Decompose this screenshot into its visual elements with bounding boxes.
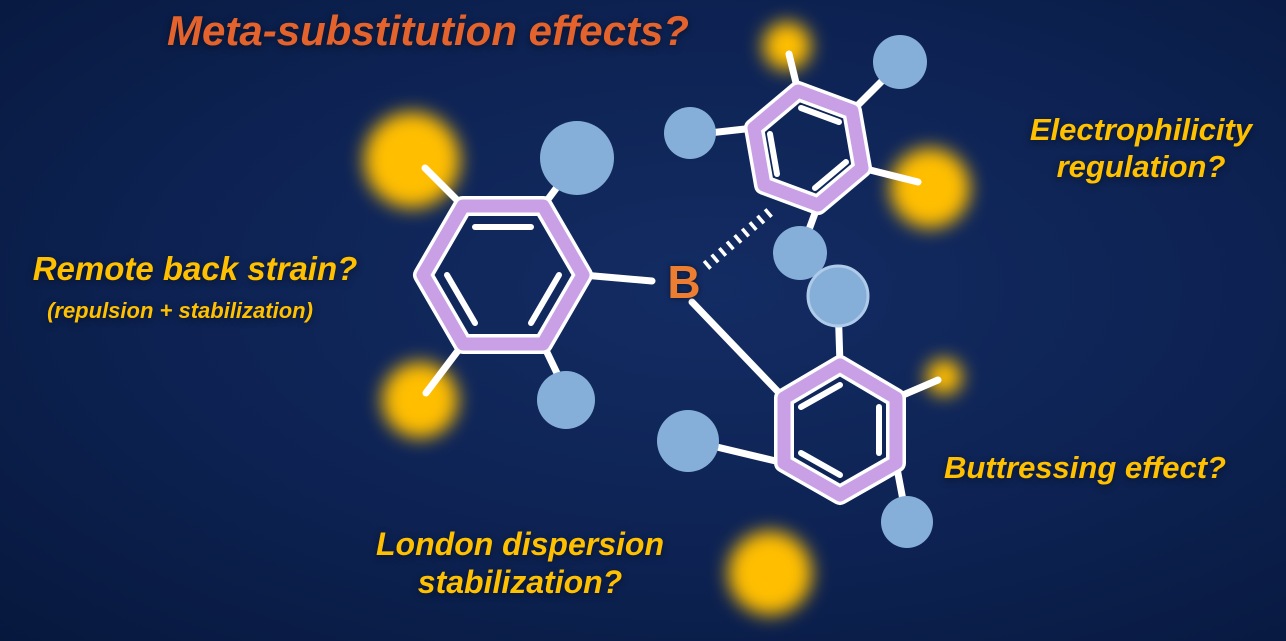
ring	[416, 199, 590, 351]
substituent-circle	[773, 226, 827, 280]
aromatic-bond	[444, 272, 478, 326]
substituent-circle	[657, 410, 719, 472]
label-london-dispersion: London dispersion stabilization?	[320, 526, 720, 602]
label-electrophilicity-line2: regulation?	[1056, 148, 1226, 184]
dispersion-blobs	[364, 22, 970, 615]
aromatic-bond	[798, 105, 842, 125]
substituent-circle	[664, 107, 716, 159]
label-electrophilicity-line1: Electrophilicity	[1029, 112, 1253, 147]
bond	[422, 340, 467, 397]
dispersion-blob	[890, 148, 970, 228]
aromatic-bond	[812, 159, 849, 191]
ring	[777, 358, 903, 502]
aromatic-bond	[798, 450, 843, 478]
substituent-circle	[537, 371, 595, 429]
aromatic-bond	[528, 272, 562, 326]
aromatic-bond	[798, 382, 843, 410]
substituent-circle	[881, 496, 933, 548]
top-aryl-ring	[744, 81, 872, 215]
label-electrophilicity: Electrophilicity regulation?	[1000, 112, 1282, 185]
bottom-aryl-ring	[774, 355, 906, 505]
dispersion-blob	[926, 359, 962, 395]
label-remote-back-strain: Remote back strain?	[32, 250, 358, 287]
dispersion-blob	[364, 112, 460, 208]
bond-boron-to-bottom-ring	[688, 298, 788, 402]
substituent-circle	[540, 121, 614, 195]
dispersion-blob	[382, 362, 458, 438]
label-london-line1: London dispersion	[376, 526, 664, 562]
label-london-line2: stabilization?	[417, 563, 623, 600]
label-buttressing: Buttressing effect?	[944, 450, 1226, 485]
ring	[747, 84, 869, 212]
dispersion-blob	[763, 22, 811, 70]
bond-left-ring-to-boron	[579, 271, 656, 285]
hashed-bond-boron-to-top-ring	[702, 206, 776, 270]
left-aryl-ring	[413, 196, 593, 354]
substituent-circle-outlined	[806, 264, 870, 328]
substituents	[537, 35, 933, 548]
label-remote-back-strain-sub: (repulsion + stabilization)	[47, 298, 313, 323]
substituent-circle	[873, 35, 927, 89]
aromatic-bond	[767, 131, 780, 177]
label-meta-substitution: Meta-substitution effects?	[167, 7, 689, 54]
boron-atom: B	[667, 256, 701, 308]
dispersion-blob	[728, 531, 812, 615]
